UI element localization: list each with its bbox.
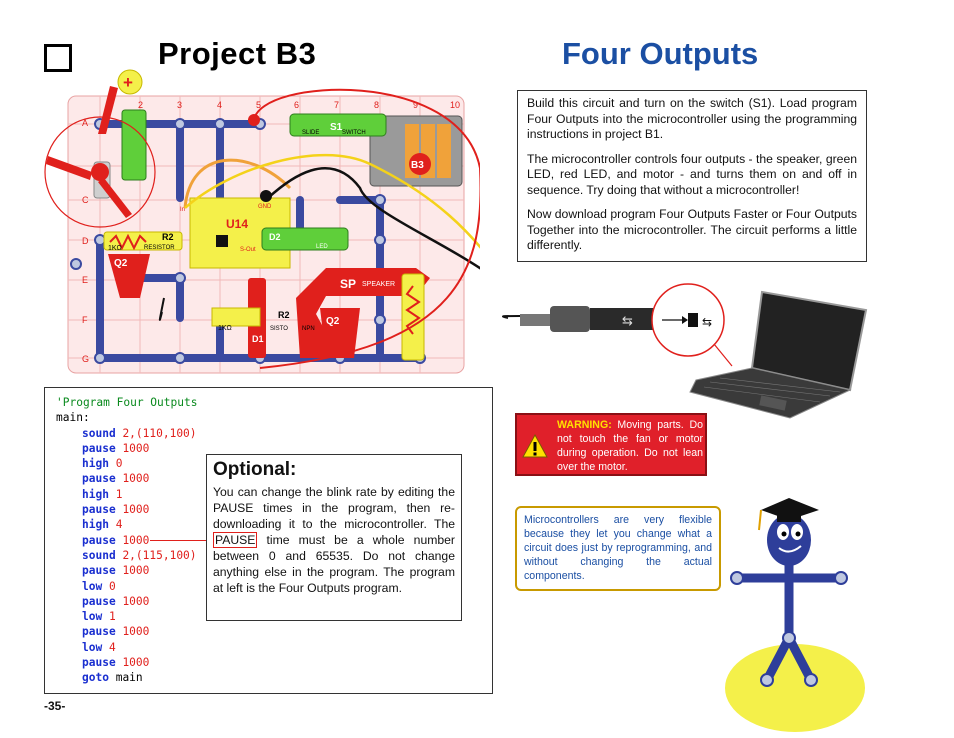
pause-keyword: PAUSE xyxy=(213,532,258,548)
code-line: sound 2,(110,100) xyxy=(82,426,197,440)
svg-text:D1: D1 xyxy=(252,334,264,344)
col-num-7: 7 xyxy=(334,100,339,110)
code-line: low 4 xyxy=(82,640,116,654)
laptop-and-usb-cable: ⇆ ⇆ xyxy=(502,283,868,419)
tip-box: Microcontrollers are very flexible becau… xyxy=(515,506,721,591)
page-number: -35- xyxy=(44,699,66,713)
svg-text:1KΩ: 1KΩ xyxy=(108,245,122,252)
svg-text:GND: GND xyxy=(258,204,272,210)
project-number-title: Project B3 xyxy=(158,36,317,71)
code-line: pause 1000 xyxy=(82,503,150,517)
svg-text:Q2: Q2 xyxy=(326,316,340,327)
svg-text:U14: U14 xyxy=(226,217,248,231)
svg-text:D2: D2 xyxy=(269,232,281,242)
code-line: pause 1000 xyxy=(82,441,150,455)
description-paragraph-2: The microcontroller controls four output… xyxy=(527,151,857,197)
switch-s1 xyxy=(289,113,387,137)
project-description: Build this circuit and turn on the switc… xyxy=(517,90,867,262)
svg-text:SWITCH: SWITCH xyxy=(342,130,366,136)
row-letter-a: A xyxy=(82,118,88,128)
svg-text:B3: B3 xyxy=(411,160,424,171)
optional-box: Optional: You can change the blink rate … xyxy=(206,454,462,621)
transistor-q2-left xyxy=(108,254,150,298)
laptop-keyboard xyxy=(689,367,852,419)
mascot-graduate xyxy=(725,498,865,732)
svg-text:S1: S1 xyxy=(330,122,343,133)
row-letter-d: D xyxy=(82,236,89,246)
code-comment: 'Program Four Outputs xyxy=(56,396,198,409)
svg-text:1KΩ: 1KΩ xyxy=(218,325,232,332)
col-num-5: 5 xyxy=(256,100,261,110)
optional-heading: Optional: xyxy=(213,459,297,480)
code-line: pause 1000 xyxy=(82,594,150,608)
code-line: high 1 xyxy=(82,487,123,501)
transistor-q2-right xyxy=(320,308,360,358)
capacitor xyxy=(121,109,147,181)
usb-cable-plug xyxy=(520,314,550,326)
col-num-2: 2 xyxy=(138,100,143,110)
code-line: low 0 xyxy=(82,579,116,593)
code-line: pause 1000 xyxy=(82,656,150,670)
svg-text:⇆: ⇆ xyxy=(622,314,633,329)
svg-text:SISTO: SISTO xyxy=(270,326,288,332)
fan-blade xyxy=(98,86,118,134)
project-name-title: Four Outputs xyxy=(562,36,759,71)
optional-text: You can change the blink rate by editing… xyxy=(213,485,455,595)
code-line: low 1 xyxy=(82,610,116,624)
warning-message: Moving parts. Do not touch the fan or mo… xyxy=(557,419,703,473)
code-line: sound 2,(115,100) xyxy=(82,548,197,562)
code-line: high 0 xyxy=(82,457,123,471)
code-line: goto main xyxy=(82,671,143,685)
code-line: pause 1000 xyxy=(82,533,150,547)
svg-text:+: + xyxy=(123,73,133,92)
pause-pointer-line xyxy=(150,540,212,541)
code-line: pause 1000 xyxy=(82,625,150,639)
program-code: 'Program Four Outputs main: sound 2,(110… xyxy=(56,395,197,686)
green-led-d2 xyxy=(261,227,349,251)
row-letter-e: E xyxy=(82,275,88,285)
description-paragraph-1: Build this circuit and turn on the switc… xyxy=(527,96,857,141)
warning-box: WARNING: Moving parts. Do not touch the … xyxy=(515,413,707,476)
svg-text:SLIDE: SLIDE xyxy=(302,130,319,136)
row-letter-g: G xyxy=(82,354,89,364)
svg-text:SP: SP xyxy=(340,277,356,291)
code-line: pause 1000 xyxy=(82,564,150,578)
warning-label: WARNING: xyxy=(557,419,612,431)
code-line: pause 1000 xyxy=(82,472,150,486)
svg-text:NPN: NPN xyxy=(302,326,315,332)
description-paragraph-3: Now download program Four Outputs Faster… xyxy=(527,207,857,252)
svg-text:R2: R2 xyxy=(278,310,290,320)
col-num-9: 9 xyxy=(413,100,418,110)
warning-text: WARNING: Moving parts. Do not touch the … xyxy=(557,418,703,474)
svg-text:Q2: Q2 xyxy=(114,258,128,269)
svg-text:RESISTOR: RESISTOR xyxy=(144,245,175,251)
plus-badge xyxy=(117,69,143,95)
col-num-3: 3 xyxy=(177,100,182,110)
row-letter-f: F xyxy=(82,315,88,325)
svg-text:SPEAKER: SPEAKER xyxy=(362,281,395,288)
svg-text:S-Out: S-Out xyxy=(240,247,256,253)
col-num-4: 4 xyxy=(217,100,222,110)
warning-icon xyxy=(522,433,548,458)
col-num-8: 8 xyxy=(374,100,379,110)
col-num-6: 6 xyxy=(294,100,299,110)
code-label: main: xyxy=(56,411,90,425)
speaker-sp xyxy=(296,268,430,358)
svg-text:R2: R2 xyxy=(162,232,174,242)
circuit-diagram: 2 3 4 5 6 7 8 9 10 A C D E F G B3 xyxy=(44,69,480,374)
col-num-10: 10 xyxy=(450,100,460,110)
project-checkbox[interactable] xyxy=(44,44,72,72)
svg-text:In: In xyxy=(180,207,185,213)
code-line: high 4 xyxy=(82,518,123,532)
svg-text:⇆: ⇆ xyxy=(702,315,712,329)
row-letter-c: C xyxy=(82,195,89,205)
svg-text:LED: LED xyxy=(316,244,328,250)
